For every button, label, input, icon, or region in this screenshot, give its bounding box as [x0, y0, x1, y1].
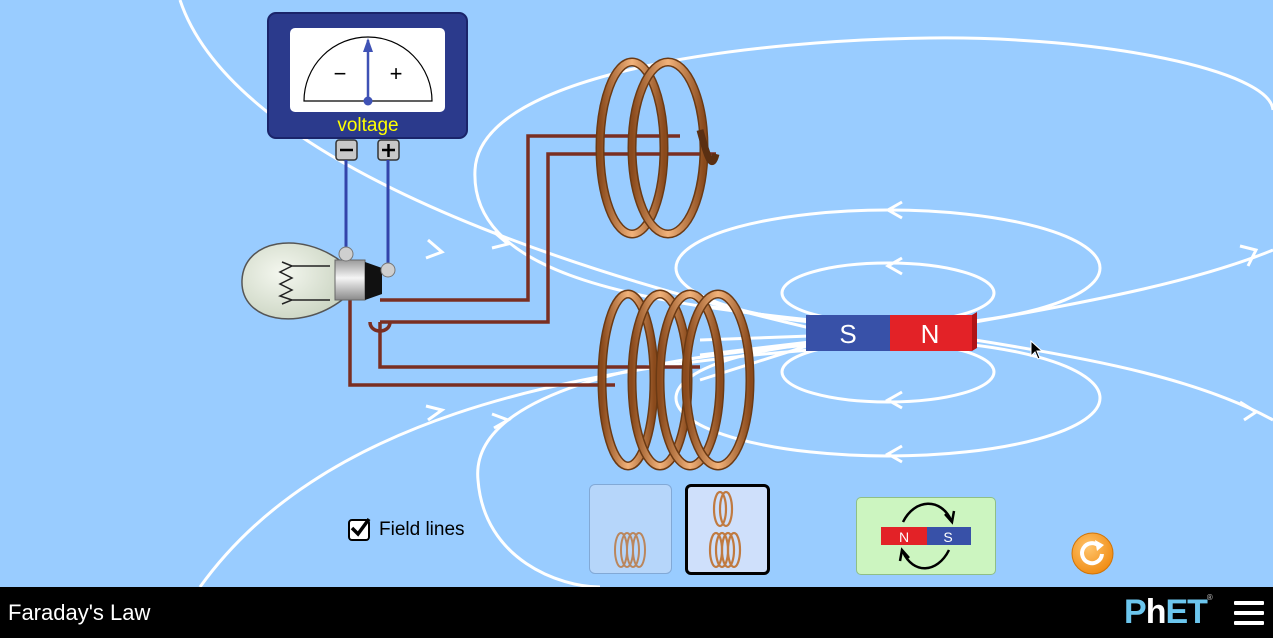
magnet-south-label: S — [839, 319, 856, 349]
play-area: − + voltage — [0, 0, 1273, 587]
simulation-scene: − + voltage — [178, 0, 1273, 587]
flip-icon-south-label: S — [943, 529, 952, 545]
field-lines-label: Field lines — [379, 519, 465, 540]
one-coil-button[interactable] — [589, 484, 672, 574]
field-line-arrows — [425, 200, 1259, 464]
voltmeter-plus-sign: + — [390, 61, 403, 86]
bar-magnet[interactable]: S N — [806, 312, 977, 351]
sim-title: Faraday's Law — [8, 600, 151, 625]
lower-coil — [597, 289, 755, 471]
flip-icon-north-label: N — [899, 529, 909, 545]
checkmark-icon — [350, 517, 371, 537]
two-coils-icon — [708, 490, 742, 569]
upper-coil — [595, 57, 720, 239]
phet-logo-text: PhET® — [1124, 593, 1213, 631]
voltmeter: − + voltage — [267, 12, 468, 268]
navigation-bar: Faraday's Law PhET® — [0, 587, 1273, 638]
flip-magnet-icon: N S — [881, 502, 971, 570]
two-coils-button[interactable] — [685, 484, 770, 575]
magnet-north-label: N — [921, 319, 940, 349]
phet-logo[interactable]: PhET® — [1124, 593, 1213, 632]
reset-all-button[interactable] — [1071, 532, 1114, 575]
circular-arrows-icon — [901, 502, 953, 523]
flip-magnet-button[interactable]: N S — [856, 497, 996, 575]
voltmeter-minus-sign: − — [334, 61, 347, 86]
hamburger-menu-icon[interactable] — [1234, 601, 1264, 625]
field-lines-checkbox[interactable]: Field lines — [348, 515, 465, 545]
reset-arrow-icon — [1071, 532, 1114, 575]
field-lines-checkbox-box[interactable] — [348, 517, 371, 541]
voltmeter-label: voltage — [337, 115, 398, 136]
single-coil-icon — [614, 532, 646, 568]
mouse-cursor — [1030, 339, 1044, 360]
light-bulb — [241, 242, 396, 320]
